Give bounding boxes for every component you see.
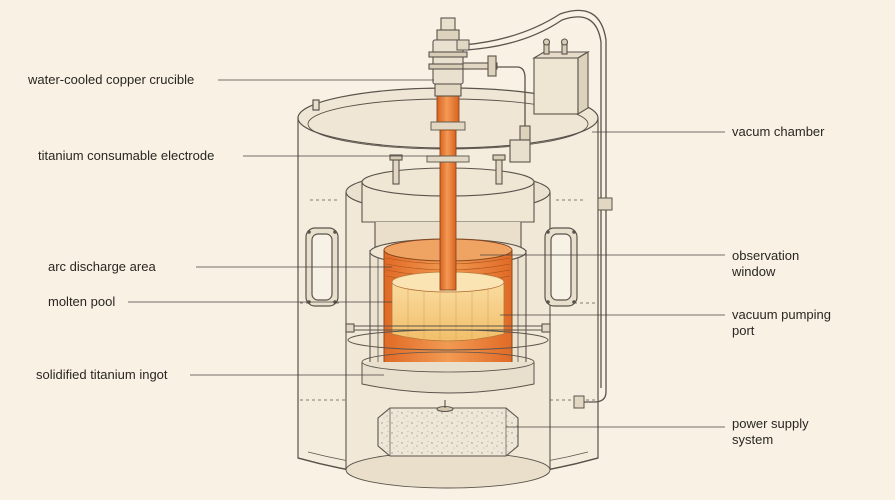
label-arc-discharge-area: arc discharge area [48,259,156,274]
label-water-cooled-copper-crucible: water-cooled copper crucible [28,72,195,87]
vacuum-valve-box [509,38,590,163]
titanium-electrode [426,95,470,291]
label-observation-window: observation window [732,248,800,279]
power-supply-block [377,400,519,457]
support-ring [345,323,551,351]
label-power-supply-system: power supply system [732,416,809,447]
label-titanium-consumable-electrode: titanium consumable electrode [38,148,215,163]
observation-window-right [544,227,578,307]
label-solidified-titanium-ingot: solidified titanium ingot [36,367,168,382]
crucible-base [361,351,535,394]
leader-lines [128,79,725,428]
label-vacuum-pumping-port: vacuum pumping port [732,307,831,338]
cooling-pipe [462,9,607,403]
pipe-fitting [456,39,613,409]
label-molten-pool: molten pool [48,294,116,309]
electrode-holder [428,17,498,97]
label-vacuum-chamber: vacum chamber [732,124,825,139]
